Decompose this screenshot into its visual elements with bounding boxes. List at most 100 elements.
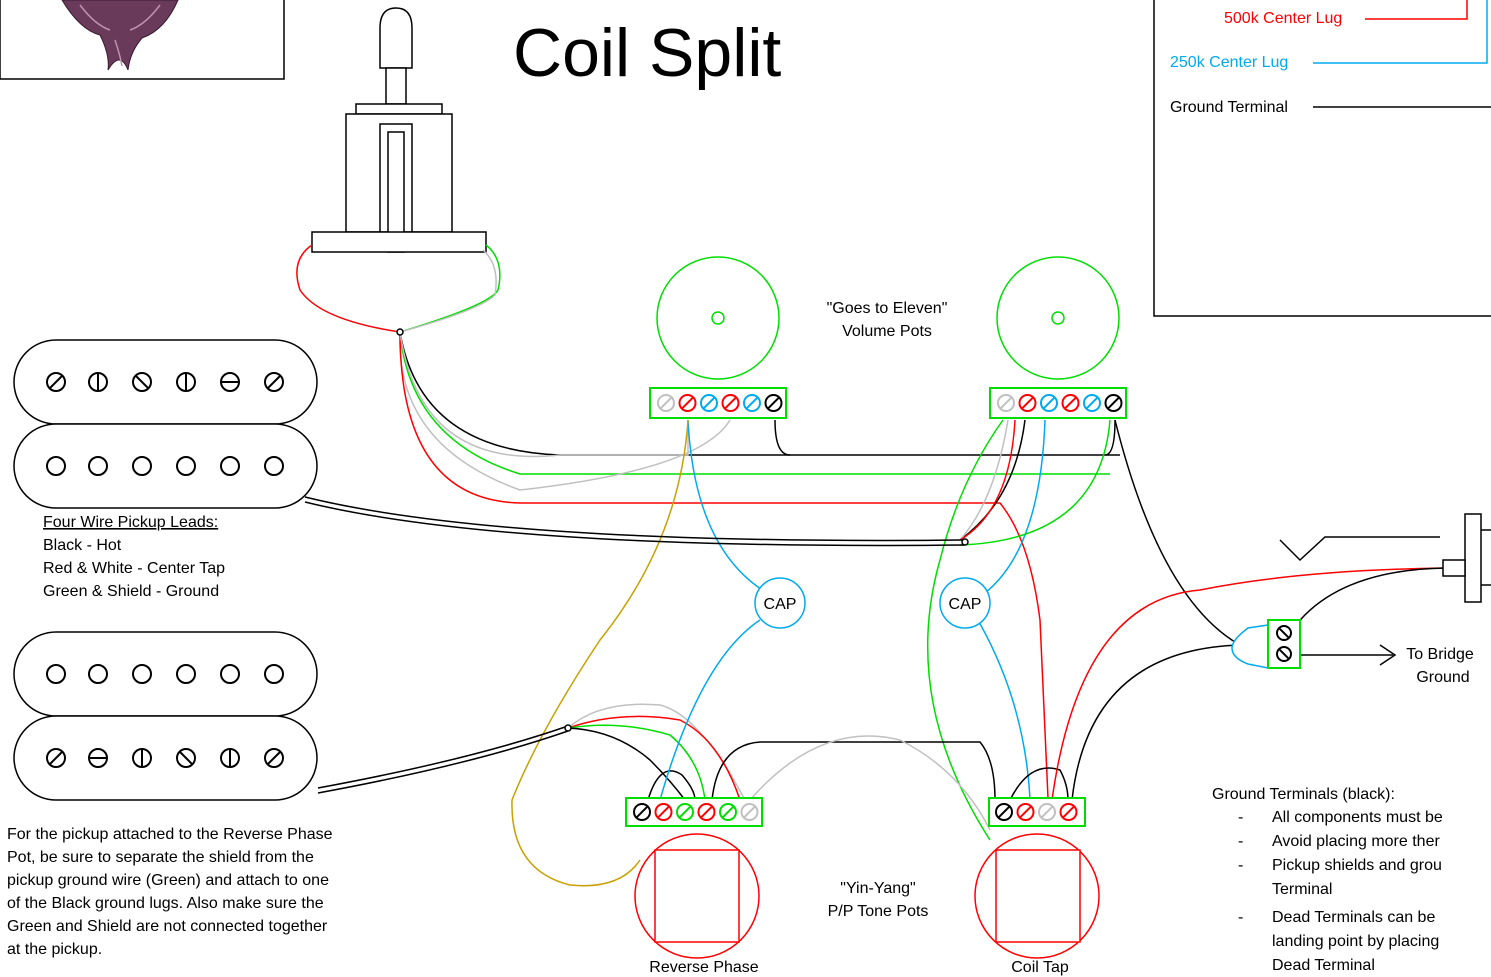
pole-slug-icon [88, 664, 108, 684]
reverse-phase-note-line: at the pickup. [7, 941, 102, 958]
ground-note-line: landing point by placing [1272, 933, 1439, 950]
lug-screw-icon [997, 394, 1015, 412]
pole-screw-icon [176, 748, 196, 768]
lug-screw-icon [633, 803, 651, 821]
ground-note-line: Pickup shields and grou [1272, 857, 1442, 874]
ground-note-line: Avoid placing more ther [1272, 833, 1440, 850]
ground-note-line: Dead Terminal [1272, 957, 1375, 974]
volume-pots-label-line1: "Goes to Eleven" [827, 300, 948, 317]
lug-screw-icon [1061, 394, 1080, 412]
pole-screw-icon [220, 748, 240, 768]
wires [296, 244, 1446, 887]
page-title: Coil Split [513, 15, 781, 91]
reverse-phase-note-line: of the Black ground lugs. Also make sure… [7, 895, 324, 912]
coil-tap-label: Coil Tap [1011, 959, 1069, 976]
wire-junction-icon [396, 328, 404, 336]
lug-screw-icon [1040, 394, 1058, 412]
legend-500k-line [1365, 0, 1468, 20]
volume-pot-2 [989, 256, 1127, 419]
pole-slug-icon [176, 456, 196, 476]
cap-1-label: CAP [764, 596, 797, 613]
lug-screw-icon [678, 394, 697, 412]
lug-screw-icon [697, 803, 716, 821]
lug-screw-icon [1016, 803, 1035, 821]
lug-screw-icon [1083, 394, 1101, 412]
lug-screw-icon [719, 803, 737, 821]
tone-pots-label-line2: P/P Tone Pots [828, 903, 929, 920]
wire-junction-icon [564, 724, 572, 732]
pole-slug-icon [46, 664, 66, 684]
legend-ground-label: Ground Terminal [1170, 99, 1288, 116]
lug-screw-icon [721, 394, 740, 412]
ground-note-line: Terminal [1272, 881, 1332, 898]
tone-pots-label-line1: "Yin-Yang" [840, 880, 915, 897]
reverse-phase-note-line: For the pickup attached to the Reverse P… [7, 826, 333, 843]
pole-screw-icon [264, 372, 284, 392]
tone-pot-coil-tap [974, 797, 1100, 959]
pole-slug-icon [220, 664, 240, 684]
pickup-neck-screw-coil [13, 423, 318, 509]
bullet-dash: - [1238, 909, 1243, 926]
pole-screw-icon [132, 372, 152, 392]
pole-screw-icon [46, 748, 66, 768]
lug-screw-icon [995, 803, 1013, 821]
pole-slug-icon [264, 456, 284, 476]
pole-slug-icon [176, 664, 196, 684]
pickup-leads-line: Black - Hot [43, 537, 122, 554]
lug-screw-icon [743, 394, 761, 412]
wire-junction-icon [961, 538, 969, 546]
lug-screw-icon [676, 803, 694, 821]
bridge-ground-label-line1: To Bridge [1406, 646, 1474, 663]
lug-screw-icon [1104, 394, 1123, 412]
legend-250k-label: 250k Center Lug [1170, 54, 1288, 71]
pole-slug-icon [132, 664, 152, 684]
volume-pot-1 [649, 256, 787, 419]
output-jack [1442, 513, 1491, 603]
lug-screw-icon [657, 394, 675, 412]
legend-500k-label: 500k Center Lug [1224, 10, 1342, 27]
logo [0, 0, 285, 80]
reverse-phase-note-line: Green and Shield are not connected toget… [7, 918, 328, 935]
lug-screw-icon [654, 803, 673, 821]
ground-terminal-block [1231, 619, 1301, 669]
pickup-leads-line: Red & White - Center Tap [43, 560, 225, 577]
tone-pot-reverse-phase [625, 797, 763, 959]
bridge-ground-label-line2: Ground [1416, 669, 1469, 686]
pickup-leads-heading: Four Wire Pickup Leads: [43, 514, 218, 531]
pole-slug-icon [46, 456, 66, 476]
legend: 500k Center Lug 250k Center Lug Ground T… [1153, 0, 1491, 317]
pickup-leads-line: Green & Shield - Ground [43, 583, 219, 600]
cap-2 [939, 577, 991, 629]
pickup-bridge-screw-coil [13, 715, 318, 801]
bullet-dash: - [1238, 833, 1243, 850]
reverse-phase-label: Reverse Phase [649, 959, 758, 976]
pole-screw-icon [132, 748, 152, 768]
pole-slug-icon [264, 664, 284, 684]
volume-pots-label-line2: Volume Pots [842, 323, 932, 340]
reverse-phase-note-line: Pot, be sure to separate the shield from… [7, 849, 314, 866]
cap-2-label: CAP [949, 596, 982, 613]
bullet-dash: - [1238, 809, 1243, 826]
reverse-phase-note-line: pickup ground wire (Green) and attach to… [7, 872, 329, 889]
pole-slug-icon [220, 456, 240, 476]
lug-screw-icon [764, 394, 783, 412]
lug-screw-icon [1059, 803, 1078, 821]
pole-screw-icon [88, 748, 108, 768]
ground-notes-heading: Ground Terminals (black): [1212, 786, 1395, 803]
pole-screw-icon [46, 372, 66, 392]
bullet-dash: - [1238, 857, 1243, 874]
pole-screw-icon [220, 372, 240, 392]
toggle-switch [311, 7, 487, 253]
ground-screw-icon [1276, 625, 1292, 641]
lug-screw-icon [1038, 803, 1056, 821]
lug-screw-icon [740, 803, 759, 821]
ground-note-line: Dead Terminals can be [1272, 909, 1435, 926]
pole-slug-icon [88, 456, 108, 476]
lug-screw-icon [1018, 394, 1037, 412]
lug-screw-icon [700, 394, 718, 412]
ground-notes-list: - All components must be - Avoid placing… [1238, 809, 1443, 974]
pole-screw-icon [264, 748, 284, 768]
ground-note-line: All components must be [1272, 809, 1443, 826]
pole-screw-icon [88, 372, 108, 392]
